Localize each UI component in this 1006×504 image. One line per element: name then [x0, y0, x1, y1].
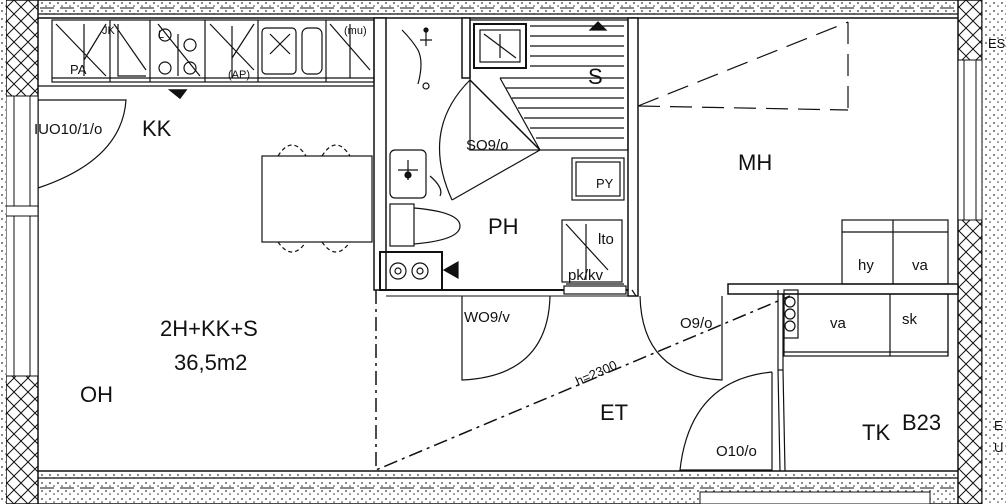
room-label-closet: TK — [862, 420, 890, 445]
fixture-label-jk: JK — [102, 25, 116, 37]
kitchen-counter — [51, 19, 375, 83]
fixture-label-va-bottom: va — [830, 315, 847, 332]
door-label-kitchen-entry: IUO10/1/o — [34, 121, 102, 138]
labels: PA JK L (AP) (mu) KK OH MH PH S ET TK B2… — [34, 25, 1006, 460]
door-label-hall: O9/o — [680, 315, 713, 332]
edge-label-right-b: E — [994, 418, 1003, 433]
bathroom-fixtures — [379, 27, 627, 295]
fixture-label-ap: (AP) — [228, 69, 250, 81]
interior-walls — [38, 17, 959, 472]
ceiling-height-label: h=2300 — [573, 357, 619, 388]
fixture-label-hy: hy — [858, 257, 874, 274]
fixture-label-l: L — [158, 29, 164, 41]
edge-label-top-right: ES — [988, 36, 1006, 51]
fixture-label-lto: lto — [598, 231, 614, 248]
sauna-area — [438, 19, 629, 201]
room-label-bathroom: PH — [488, 214, 519, 239]
bedroom-fixtures — [637, 21, 949, 357]
ceiling-height-line — [167, 89, 791, 472]
room-label-bedroom: MH — [738, 150, 772, 175]
fixture-label-va-top: va — [912, 257, 929, 274]
dining-table — [261, 144, 373, 253]
room-label-hall: ET — [600, 400, 628, 425]
fixture-label-mu: (mu) — [344, 25, 367, 37]
fixture-label-sk: sk — [902, 311, 918, 328]
apartment-id: B23 — [902, 410, 941, 435]
fixture-label-pa: PA — [70, 62, 87, 77]
room-label-kitchen: KK — [142, 116, 172, 141]
room-label-living: OH — [80, 382, 113, 407]
door-swings — [37, 99, 773, 471]
door-label-bathroom: WO9/v — [464, 309, 510, 326]
fixture-label-py: PY — [596, 176, 614, 191]
door-label-closet: O10/o — [716, 443, 757, 460]
room-label-sauna: S — [588, 64, 603, 89]
door-label-sauna: SO9/o — [466, 137, 509, 154]
apartment-type: 2H+KK+S — [160, 316, 258, 341]
apartment-area: 36,5m2 — [174, 350, 247, 375]
edge-label-right-u: U — [994, 440, 1003, 455]
fixture-label-pkkv: pk/kv — [568, 267, 604, 284]
